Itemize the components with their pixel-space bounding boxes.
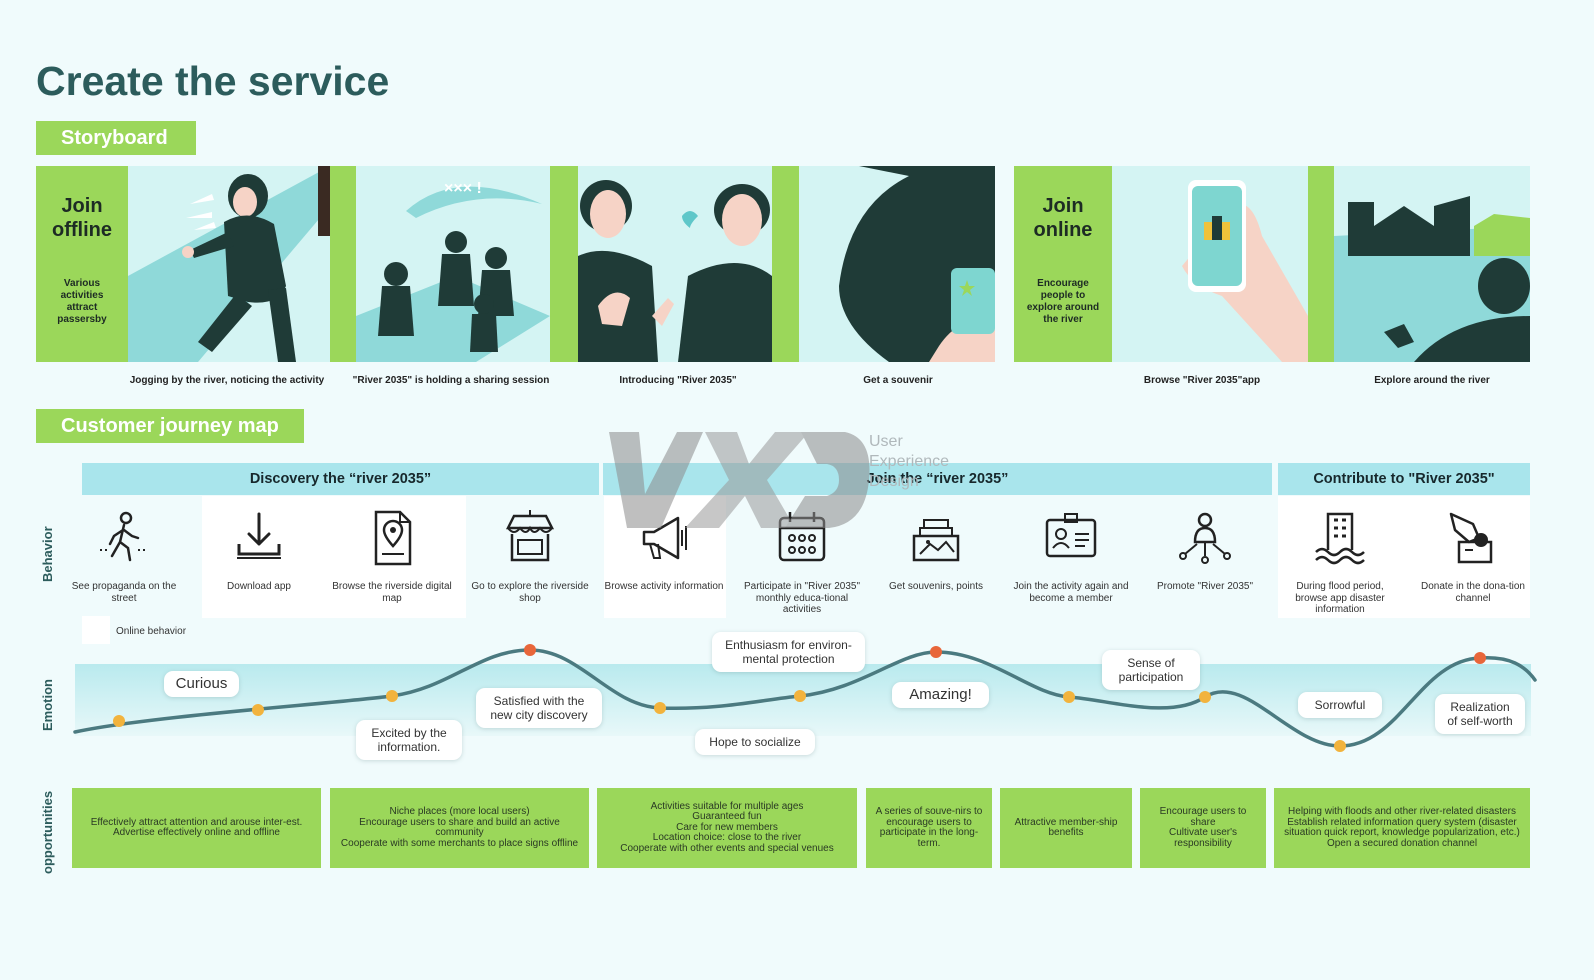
opportunity-box: Encourage users to share Cultivate user'…	[1140, 788, 1266, 868]
behavior-label: Promote "River 2035"	[1156, 581, 1254, 592]
storyboard-panel-jogging	[128, 166, 330, 362]
phase-contribute-header: Contribute to "River 2035"	[1278, 463, 1530, 495]
behavior-download-app: Download app	[194, 508, 324, 593]
emotion-point	[1474, 652, 1486, 664]
customer-journey-tag: Customer journey map	[36, 409, 304, 443]
behavior-get-souvenirs: Get souvenirs, points	[871, 508, 1001, 593]
behavior-label: Browse the riverside digital map	[332, 581, 452, 604]
behavior-label: Browse activity information	[604, 581, 724, 592]
caption-jogging: Jogging by the river, noticing the activ…	[129, 375, 325, 386]
join-online-subtitle: Encourage people to explore around the r…	[1026, 278, 1100, 325]
emotion-bubble-excited: Excited by the information.	[356, 720, 462, 760]
emotion-bubble-hope: Hope to socialize	[695, 729, 815, 755]
emotion-point	[794, 690, 806, 702]
watermark-text: User Experience Design	[869, 433, 950, 490]
emotion-curve	[73, 648, 1537, 748]
opportunity-box: Effectively attract attention and arouse…	[72, 788, 321, 868]
opportunity-box: A series of souve-nirs to encourage user…	[866, 788, 992, 868]
behavior-browse-activity: Browse activity information	[599, 508, 729, 593]
behavior-label: During flood period, browse app disaster…	[1295, 581, 1385, 615]
behavior-label: See propaganda on the street	[71, 581, 177, 604]
behavior-label: Donate in the dona-tion channel	[1421, 581, 1525, 604]
emotion-bubble-amazing: Amazing!	[892, 682, 989, 708]
legend-label: Online behavior	[116, 626, 187, 637]
emotion-point	[1063, 691, 1075, 703]
shop-icon	[505, 510, 555, 562]
behavior-see-propaganda: See propaganda on the street	[59, 508, 189, 604]
caption-browse-app: Browse "River 2035"app	[1143, 375, 1261, 386]
phase-join-header: Join the “river 2035”	[603, 463, 1272, 495]
opportunity-box: Activities suitable for multiple ages Gu…	[597, 788, 857, 868]
opportunity-box: Attractive member-ship benefits	[1000, 788, 1132, 868]
emotion-bubble-curious: Curious	[164, 671, 239, 697]
opportunity-box: Niche places (more local users) Encourag…	[330, 788, 589, 868]
behavior-label: Join the activity again and become a mem…	[1013, 581, 1129, 604]
behavior-label: Participate in "River 2035" monthly educ…	[743, 581, 861, 615]
storyboard-panel-explore	[1334, 166, 1530, 362]
network-person-icon	[1179, 512, 1231, 564]
megaphone-icon	[642, 516, 687, 560]
speech-bubble-text: ××× !	[444, 180, 482, 197]
map-document-icon	[374, 510, 412, 566]
opportunity-box: Helping with floods and other river-rela…	[1274, 788, 1530, 868]
storyboard-panel-browse-app	[1112, 166, 1308, 362]
emotion-point	[1199, 691, 1211, 703]
behavior-become-member: Join the activity again and become a mem…	[1006, 508, 1136, 604]
storyboard-panel-introducing	[578, 166, 772, 362]
flood-building-icon	[1315, 512, 1365, 565]
caption-sharing: "River 2035" is holding a sharing sessio…	[352, 375, 550, 386]
caption-souvenir: Get a souvenir	[863, 375, 933, 386]
emotion-bubble-self-worth: Realization of self-worth	[1435, 694, 1525, 734]
emotion-point	[654, 702, 666, 714]
emotion-bubble-participation: Sense of participation	[1102, 650, 1200, 690]
behavior-explore-shop: Go to explore the riverside shop	[465, 508, 595, 604]
storyboard-panel-sharing: ××× !	[356, 166, 550, 362]
behavior-label: Download app	[227, 581, 291, 592]
emotion-bubble-satisfied: Satisfied with the new city discovery	[476, 688, 602, 728]
download-icon	[237, 512, 281, 559]
behavior-label: Get souvenirs, points	[889, 581, 983, 592]
gift-box-icon	[912, 519, 960, 562]
join-offline-subtitle: Various activities attract passersby	[57, 278, 107, 325]
emotion-point	[1334, 740, 1346, 752]
storyboard-tag: Storyboard	[36, 121, 196, 155]
behavior-label: Go to explore the riverside shop	[471, 581, 589, 604]
emotion-point	[524, 644, 536, 656]
join-online-title: Join online	[1033, 195, 1093, 241]
storyboard-divider	[1308, 166, 1334, 362]
donation-icon	[1449, 512, 1493, 564]
emotion-bubble-enthusiasm: Enthusiasm for environ-mental protection	[712, 632, 865, 672]
walking-person-icon	[100, 511, 148, 562]
uxd-watermark-logo	[609, 432, 870, 528]
emotion-point	[386, 690, 398, 702]
behavior-promote: Promote "River 2035"	[1140, 508, 1270, 593]
storyboard-divider	[330, 166, 356, 362]
caption-introducing: Introducing "River 2035"	[619, 375, 737, 386]
storyboard-divider	[772, 166, 799, 362]
behavior-donate: Donate in the dona-tion channel	[1408, 508, 1538, 604]
behavior-browse-map: Browse the riverside digital map	[327, 508, 457, 604]
storyboard-panel-souvenir	[799, 166, 995, 362]
behavior-flood-info: During flood period, browse app disaster…	[1275, 508, 1405, 616]
join-offline-title: Join offline	[52, 195, 112, 241]
emotion-point	[252, 704, 264, 716]
storyboard-divider	[550, 166, 578, 362]
join-offline-box: Join offline Various activities attract …	[36, 166, 128, 362]
emotion-bubble-sorrowful: Sorrowful	[1298, 692, 1382, 718]
page-title: Create the service	[36, 58, 390, 104]
legend-swatch	[82, 616, 110, 644]
caption-explore: Explore around the river	[1374, 375, 1490, 386]
phase-discovery-header: Discovery the “river 2035”	[82, 463, 599, 495]
member-card-icon	[1045, 513, 1097, 558]
emotion-point	[930, 646, 942, 658]
join-online-box: Join online Encourage people to explore …	[1014, 166, 1112, 362]
emotion-point	[113, 715, 125, 727]
